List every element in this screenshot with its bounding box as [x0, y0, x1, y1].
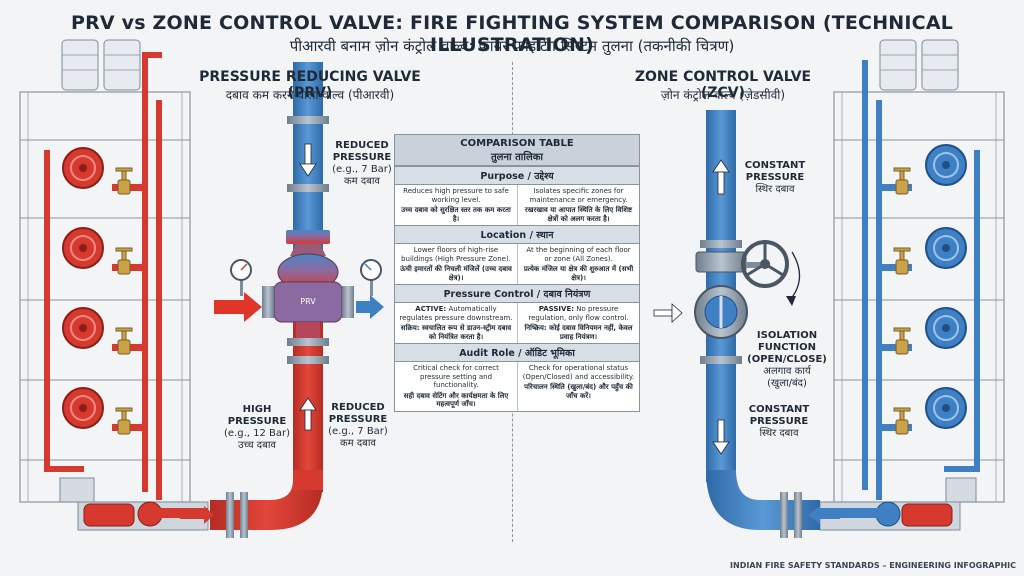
zcv-section-subtitle: ज़ोन कंट्रोल वाल्व (ज़ेडसीवी) — [660, 88, 786, 102]
prv-valve-icon: PRV — [262, 230, 354, 338]
pressure-gauge-icon — [360, 259, 382, 296]
table-section-heading: Pressure Control / दबाव नियंत्रण — [395, 284, 639, 303]
table-cell-zcv: Check for operational status (Open/Close… — [517, 362, 639, 411]
table-cell-prv: Reduces high pressure to safe working le… — [401, 187, 511, 223]
left-pump-icon — [59, 477, 209, 531]
constant-pressure-top-label: CONSTANT PRESSURE स्थिर दबाव — [744, 160, 806, 195]
footer-credit: INDIAN FIRE SAFETY STANDARDS – ENGINEERI… — [730, 561, 1016, 570]
comparison-table: COMPARISON TABLE तुलना तालिका Purpose / … — [394, 134, 640, 412]
right-water-tank-icon — [879, 39, 959, 91]
hose-reel-icon — [925, 387, 967, 429]
comparison-table-title: COMPARISON TABLE — [460, 138, 574, 149]
flow-up-arrow-icon — [299, 397, 317, 431]
landing-valve-icon — [878, 327, 912, 355]
table-cell-zcv: At the beginning of each floor or zone (… — [517, 244, 639, 284]
table-cell-prv: Critical check for correct pressure sett… — [403, 364, 509, 408]
hose-reel-icon — [925, 144, 967, 186]
high-pressure-arrow-icon — [214, 292, 262, 322]
hose-reel-icon — [925, 307, 967, 349]
flow-up-arrow-icon — [712, 159, 730, 195]
prv-section-subtitle: दबाव कम करने वाला वाल्व (पीआरवी) — [225, 88, 395, 102]
landing-valve-icon — [112, 167, 146, 195]
table-cell-zcv: Isolates specific zones for maintenance … — [517, 185, 639, 225]
hose-reel-icon — [62, 227, 104, 269]
prv-body-label: PRV — [300, 297, 316, 306]
landing-valve-icon — [112, 407, 146, 435]
rotate-arrow-icon — [786, 251, 801, 306]
hose-reel-icon — [925, 227, 967, 269]
landing-valve-icon — [878, 407, 912, 435]
left-building — [19, 39, 209, 531]
table-row: Critical check for correct pressure sett… — [395, 362, 639, 411]
table-cell-prv: ACTIVE: Automatically regulates pressure… — [399, 305, 513, 341]
left-water-tank-icon — [61, 39, 141, 91]
zcv-section-title: ZONE CONTROL VALVE (ZCV) — [634, 69, 812, 101]
high-pressure-label: HIGH PRESSURE (e.g., 12 Bar) उच्च दबाव — [223, 404, 291, 451]
right-building — [819, 39, 1005, 531]
main-title: PRV vs ZONE CONTROL VALVE: FIRE FIGHTING… — [70, 12, 954, 56]
hose-reel-icon — [62, 307, 104, 349]
table-section-heading: Purpose / उद्देश्य — [395, 166, 639, 185]
table-row: Lower floors of high-rise buildings (Hig… — [395, 244, 639, 284]
landing-valve-icon — [878, 247, 912, 275]
isolation-function-label: ISOLATION FUNCTION (OPEN/CLOSE) अलगाव का… — [747, 330, 827, 389]
table-cell-zcv: PASSIVE: No pressure regulation, only fl… — [517, 303, 639, 343]
pointer-arrow-icon — [653, 303, 683, 323]
reduced-pressure-bottom-label: REDUCED PRESSURE (e.g., 7 Bar) कम दबाव — [328, 402, 388, 449]
comparison-table-header: COMPARISON TABLE तुलना तालिका — [395, 135, 639, 166]
table-row: ACTIVE: Automatically regulates pressure… — [395, 303, 639, 343]
flow-down-arrow-icon — [299, 143, 317, 177]
landing-valve-icon — [112, 247, 146, 275]
table-section-heading: Audit Role / ऑडिट भूमिका — [395, 343, 639, 362]
table-row: Reduces high pressure to safe working le… — [395, 185, 639, 225]
landing-valve-icon — [112, 327, 146, 355]
prv-section-title: PRESSURE REDUCING VALVE (PRV) — [199, 69, 421, 101]
right-pump-icon — [819, 477, 977, 531]
pressure-gauge-icon — [230, 259, 252, 296]
flow-down-arrow-icon — [712, 419, 730, 455]
zcv-butterfly-valve-icon — [694, 251, 770, 339]
landing-valve-icon — [878, 167, 912, 195]
reduced-pressure-arrow-icon — [356, 295, 384, 319]
table-cell-prv: Lower floors of high-rise buildings (Hig… — [400, 246, 512, 282]
hose-reel-icon — [62, 387, 104, 429]
table-section-heading: Location / स्थान — [395, 225, 639, 244]
reduced-pressure-top-label: REDUCED PRESSURE (e.g., 7 Bar) कम दबाव — [332, 140, 392, 187]
constant-pressure-bottom-label: CONSTANT PRESSURE स्थिर दबाव — [748, 404, 810, 439]
hose-reel-icon — [62, 147, 104, 189]
comparison-table-title-hindi: तुलना तालिका — [490, 152, 544, 163]
handwheel-icon — [741, 240, 789, 288]
main-subtitle: पीआरवी बनाम ज़ोन कंट्रोल वाल्व: फायर फाइ… — [289, 37, 735, 55]
